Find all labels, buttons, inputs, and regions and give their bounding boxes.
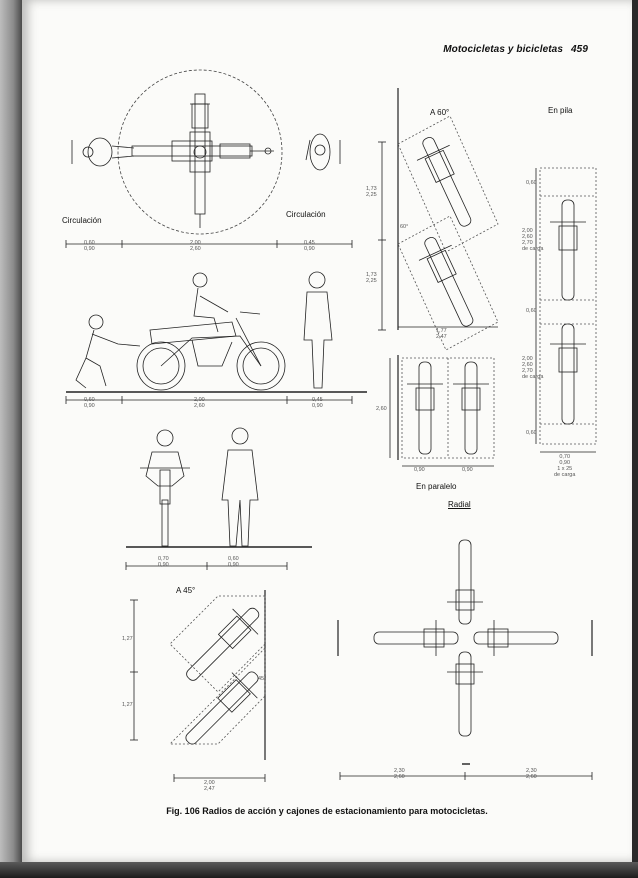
a45-diagram: [130, 590, 266, 782]
a60-diagram: [378, 88, 499, 351]
label-circulacion-left: Circulación: [62, 216, 102, 225]
dim-a45-v1: 1,27: [122, 636, 133, 642]
dim-a60-angle: 60°: [400, 224, 409, 230]
dim-par-w1: 0,90: [414, 467, 425, 473]
label-a60: A 60°: [430, 108, 450, 117]
book-spine-edge: [0, 0, 22, 878]
side-view-diagram: [65, 271, 367, 404]
circulation-diagram: [65, 69, 353, 248]
header-title: Motocicletas y bicicletas: [443, 44, 563, 55]
label-radial: Radial: [448, 500, 471, 509]
running-header: Motocicletas y bicicletas 459: [443, 44, 588, 55]
page-number: 459: [571, 44, 588, 55]
dim-pila-bot: 0,60: [526, 430, 537, 436]
book-page: Motocicletas y bicicletas 459: [22, 0, 632, 862]
label-en-pila: En pila: [548, 106, 573, 115]
radial-diagram: [337, 539, 593, 780]
dim-a45-v2: 1,27: [122, 702, 133, 708]
label-a45: A 45°: [176, 586, 196, 595]
dim-par-h: 2,60: [376, 406, 387, 412]
en-pila-diagram: [535, 167, 597, 453]
dim-pila-gap: 0,60: [526, 308, 537, 314]
dim-a45-angle: 45°: [258, 676, 267, 682]
book-bottom-edge: [0, 862, 638, 878]
front-view-diagram: [125, 427, 312, 570]
figure-caption: Fig. 106 Radios de acción y cajones de e…: [166, 806, 488, 816]
label-en-paralelo: En paralelo: [416, 482, 457, 491]
dim-pila-top: 0,60: [526, 180, 537, 186]
technical-drawing: [65, 69, 597, 782]
label-circulacion-right: Circulación: [286, 210, 326, 219]
dim-par-w2: 0,90: [462, 467, 473, 473]
en-paralelo-diagram: [389, 355, 495, 467]
